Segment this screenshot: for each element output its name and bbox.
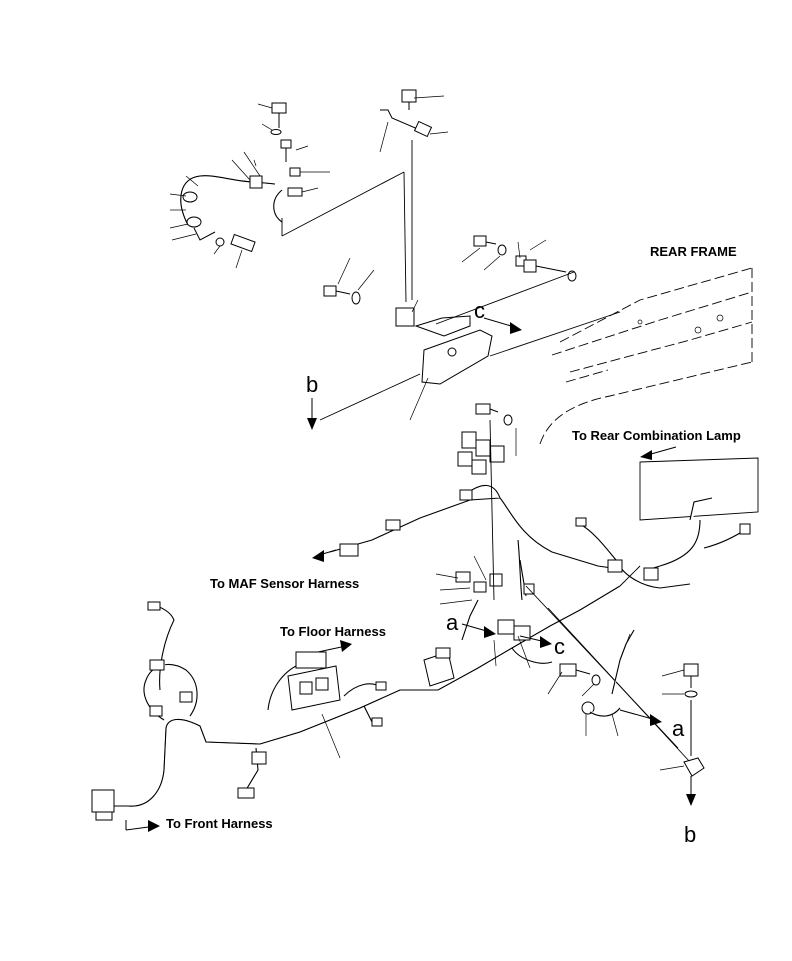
callout-b-label-lower: b — [684, 822, 696, 847]
main-harness-upper: To MAF Sensor Harness — [210, 403, 691, 601]
rear-frame-outline: REAR FRAME — [539, 244, 753, 445]
callout-b-label: b — [306, 372, 318, 397]
to-floor-harness-label: To Floor Harness — [280, 624, 386, 639]
callout-c-label: c — [474, 298, 485, 323]
callout-a-label-lower: a — [672, 716, 685, 741]
to-front-harness-label: To Front Harness — [166, 816, 273, 831]
callout-a-label: a — [446, 610, 459, 635]
callout-c-upper: c — [474, 298, 522, 334]
ground-cable-assembly — [169, 151, 283, 269]
to-maf-sensor-harness-label: To MAF Sensor Harness — [210, 576, 359, 591]
callout-c-label-lower: c — [554, 634, 565, 659]
bolt-group-upper-left — [253, 102, 405, 237]
callout-c-center: c — [519, 634, 565, 659]
lower-right-bracket-assembly: a b — [525, 585, 705, 847]
rear-frame-label: REAR FRAME — [650, 244, 737, 259]
callout-b-left: b — [306, 372, 318, 430]
upper-bracket-assembly — [319, 89, 621, 421]
callout-a-center: a — [446, 610, 496, 638]
to-rear-combination-lamp-label: To Rear Combination Lamp — [572, 428, 741, 443]
rear-combination-lamp-branch: To Rear Combination Lamp — [572, 428, 759, 567]
main-harness-lower: To Front Harness To Floor Harness — [91, 419, 641, 832]
